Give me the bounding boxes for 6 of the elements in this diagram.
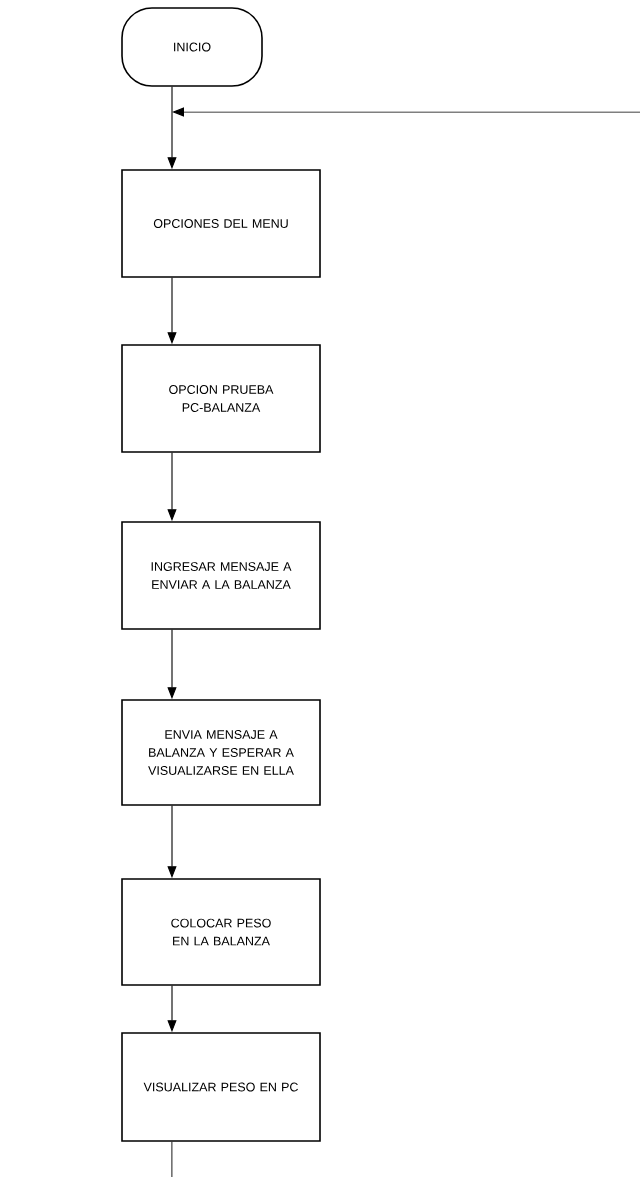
process-box: OPCIONES DEL MENU — [121, 169, 321, 278]
process-box: ENVIA MENSAJE A BALANZA Y ESPERAR A VISUALIZARSE EN ELLA — [121, 699, 321, 806]
process-box: COLOCAR PESO EN LA BALANZA — [121, 878, 321, 986]
process-box: INGRESAR MENSAJE A ENVIAR A LA BALANZA — [121, 521, 321, 630]
process-box: OPCION PRUEBA PC-BALANZA — [121, 344, 321, 453]
process-box: VISUALIZAR PESO EN PC — [121, 1032, 321, 1142]
